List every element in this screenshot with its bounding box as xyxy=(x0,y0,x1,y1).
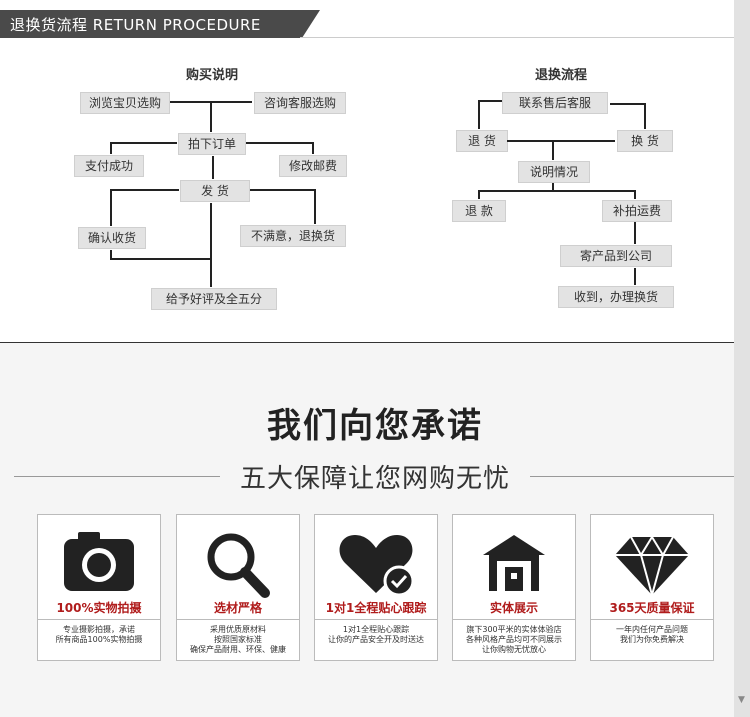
camera-icon xyxy=(64,532,134,591)
vertical-scrollbar[interactable] xyxy=(734,0,750,717)
connector xyxy=(478,190,480,199)
connector xyxy=(312,142,314,154)
box-confirm: 确认收货 xyxy=(78,227,146,249)
returns-title: 退换流程 xyxy=(534,68,587,83)
subtitle-rule-right xyxy=(530,476,734,477)
header-title: 退换货流程 RETURN PROCEDURE xyxy=(10,16,261,34)
box-edit-postage: 修改邮费 xyxy=(279,155,347,177)
store-icon xyxy=(483,535,545,591)
connector xyxy=(610,103,646,105)
box-return: 退 货 xyxy=(456,130,508,152)
card-divider xyxy=(591,619,713,620)
guarantee-card-material: 选材严格 采用优质原材料按照国家标准确保产品耐用、环保、健康 xyxy=(176,514,300,661)
card-divider xyxy=(177,619,299,620)
card-divider xyxy=(38,619,160,620)
section-divider xyxy=(0,342,734,343)
box-browse: 浏览宝贝选购 xyxy=(80,92,170,114)
connector xyxy=(634,190,636,199)
header-banner xyxy=(0,10,320,38)
connector xyxy=(210,101,212,132)
card-description: 旗下300平米的实体体验店各种风格产品均可不同展示让你购物无忧放心 xyxy=(466,625,562,654)
box-received: 收到，办理换货 xyxy=(558,286,674,308)
box-review: 给予好评及全五分 xyxy=(151,288,277,310)
header-rule xyxy=(300,37,734,38)
connector xyxy=(210,203,212,287)
heart-check-icon xyxy=(339,535,415,597)
box-pay: 支付成功 xyxy=(74,155,144,177)
connector xyxy=(110,189,112,226)
box-ship: 发 货 xyxy=(180,180,250,202)
card-description: 1对1全程贴心跟踪让你的产品安全开及时送达 xyxy=(328,625,424,644)
box-order: 拍下订单 xyxy=(178,133,246,155)
box-unsatisfied: 不满意，退换货 xyxy=(240,225,346,247)
purchase-title: 购买说明 xyxy=(185,68,238,83)
card-divider xyxy=(315,619,437,620)
guarantee-card-quality: 365天质量保证 一年内任何产品问题我们为你免费解决 xyxy=(590,514,714,661)
box-exchange: 换 货 xyxy=(617,130,673,152)
card-title: 实体展示 xyxy=(489,601,538,615)
connector xyxy=(634,268,636,285)
scroll-down-arrow-icon[interactable]: ▼ xyxy=(738,695,745,705)
card-title: 选材严格 xyxy=(213,601,262,615)
connector xyxy=(110,142,112,154)
guarantee-card-showroom: 实体展示 旗下300平米的实体体验店各种风格产品均可不同展示让你购物无忧放心 xyxy=(452,514,576,661)
return-procedure-section: 退换货流程 RETURN PROCEDURE 购买说明 浏览宝贝选购 咨询客服选… xyxy=(0,0,734,343)
connector xyxy=(552,183,554,191)
guarantee-card-photo: 100%实物拍摄 专业摄影拍摄，承诺所有商品100%实物拍摄 xyxy=(37,514,161,661)
connector xyxy=(250,189,316,191)
card-title: 365天质量保证 xyxy=(609,601,695,615)
connector xyxy=(552,140,554,160)
card-description: 采用优质原材料按照国家标准确保产品耐用、环保、健康 xyxy=(190,625,286,654)
connector xyxy=(478,190,636,192)
box-consult: 咨询客服选购 xyxy=(254,92,346,114)
connector xyxy=(478,100,480,129)
connector xyxy=(212,156,214,179)
connector xyxy=(110,258,212,260)
page: 退换货流程 RETURN PROCEDURE 购买说明 浏览宝贝选购 咨询客服选… xyxy=(0,0,734,661)
card-title: 100%实物拍摄 xyxy=(56,601,142,615)
card-title: 1对1全程贴心跟踪 xyxy=(325,601,427,615)
box-contact: 联系售后客服 xyxy=(502,92,608,114)
connector xyxy=(110,250,112,260)
box-shipping-fee: 补拍运费 xyxy=(602,200,672,222)
box-send-back: 寄产品到公司 xyxy=(560,245,672,267)
connector xyxy=(634,222,636,244)
promise-title: 我们向您承诺 xyxy=(267,406,483,446)
connector xyxy=(507,140,615,142)
connector xyxy=(478,100,502,102)
connector xyxy=(110,142,177,144)
connector xyxy=(246,142,314,144)
connector xyxy=(644,103,646,129)
box-explain: 说明情况 xyxy=(518,161,590,183)
card-description: 专业摄影拍摄，承诺所有商品100%实物拍摄 xyxy=(55,625,143,644)
diamond-icon xyxy=(615,535,689,599)
connector xyxy=(314,189,316,224)
box-refund: 退 款 xyxy=(452,200,506,222)
card-divider xyxy=(453,619,575,620)
subtitle-rule-left xyxy=(14,476,220,477)
promise-subtitle: 五大保障让您网购无忧 xyxy=(239,464,510,494)
card-description: 一年内任何产品问题我们为你免费解决 xyxy=(616,625,688,644)
guarantee-card-tracking: 1对1全程贴心跟踪 1对1全程贴心跟踪让你的产品安全开及时送达 xyxy=(314,514,438,661)
connector xyxy=(110,189,179,191)
magnifier-icon xyxy=(207,533,270,598)
